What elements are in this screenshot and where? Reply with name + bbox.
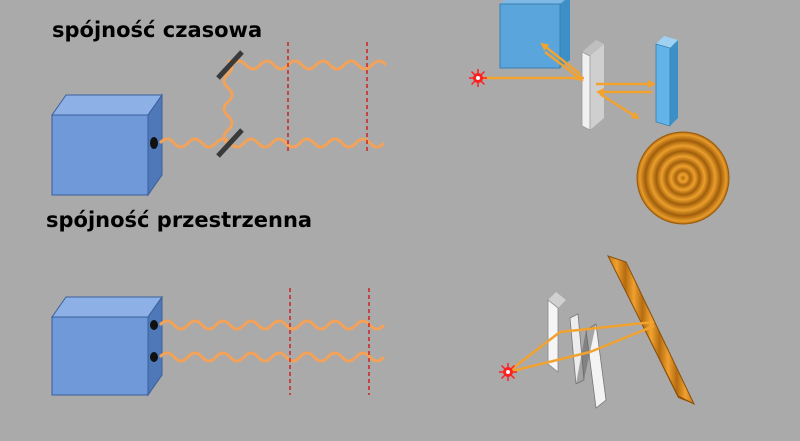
mirror-icon (216, 128, 244, 158)
beam (589, 324, 655, 354)
beam-arrow (544, 51, 584, 82)
spatial-coherence-label: spójność przestrzenna (46, 208, 313, 232)
movable-mirror (655, 36, 678, 127)
beam (559, 320, 655, 334)
interference-rings (636, 131, 730, 225)
wave-top-vertical (222, 58, 234, 146)
wave-bottom-upper (158, 319, 386, 331)
mirror-icon (216, 50, 244, 80)
beam (507, 350, 591, 374)
beam (507, 331, 561, 373)
beam-arrow (599, 92, 640, 120)
wave-bottom-lower (158, 351, 386, 363)
interference-screen (607, 255, 696, 406)
wave-top-lower (158, 137, 386, 149)
starburst-icon (499, 363, 517, 381)
light-source-box-bottom (51, 295, 163, 397)
wave-top-upper (230, 59, 388, 71)
light-source-box-top (51, 93, 163, 197)
beam-splitter (581, 40, 604, 131)
temporal-coherence-label: spójność czasowa (52, 18, 263, 42)
beam-arrow (540, 42, 581, 75)
starburst-icon (469, 69, 487, 87)
